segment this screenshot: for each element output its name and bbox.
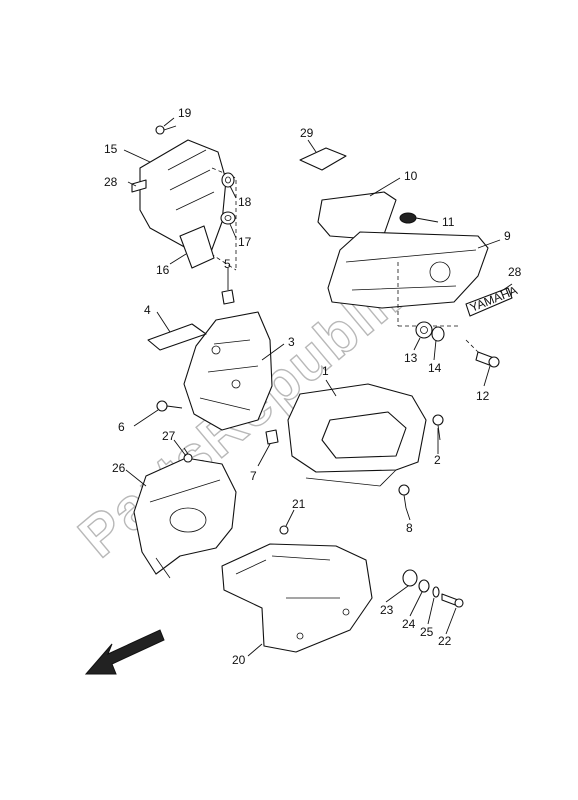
callout-20: 20 bbox=[232, 653, 246, 667]
part-2-bolt bbox=[432, 414, 444, 441]
part-8-bolt bbox=[398, 484, 410, 509]
part-6-bolt bbox=[156, 400, 183, 412]
part-29-label bbox=[299, 147, 347, 171]
callout-25: 25 bbox=[420, 625, 434, 639]
callout-13: 13 bbox=[404, 351, 418, 365]
callout-28-right: 28 bbox=[508, 265, 522, 279]
callout-11: 11 bbox=[442, 215, 455, 229]
callout-15: 15 bbox=[104, 142, 118, 156]
callout-18: 18 bbox=[238, 195, 252, 209]
callout-22: 22 bbox=[438, 634, 452, 648]
callout-29: 29 bbox=[300, 126, 314, 140]
part-5-clip bbox=[221, 289, 235, 305]
part-3-bracket bbox=[183, 311, 273, 431]
part-20-lower-cover bbox=[221, 543, 373, 653]
part-28-emblem: YAMAHA bbox=[465, 283, 519, 317]
callout-26: 26 bbox=[112, 461, 126, 475]
callout-4: 4 bbox=[144, 303, 151, 317]
part-16-rubber-pad bbox=[179, 225, 215, 269]
callout-28-left: 28 bbox=[104, 175, 118, 189]
part-1-cover bbox=[287, 383, 427, 487]
callout-14: 14 bbox=[428, 361, 442, 375]
callout-9: 9 bbox=[504, 229, 511, 243]
leader-lines bbox=[123, 117, 513, 657]
part-25-washer bbox=[432, 586, 440, 598]
callout-7: 7 bbox=[250, 469, 257, 483]
part-4-plate bbox=[147, 323, 207, 351]
callout-24: 24 bbox=[402, 617, 416, 631]
callout-5: 5 bbox=[224, 257, 231, 271]
callout-2: 2 bbox=[434, 453, 441, 467]
callout-3: 3 bbox=[288, 335, 295, 349]
part-18-grommet bbox=[221, 172, 235, 188]
part-26-crankcase-cover bbox=[133, 457, 237, 579]
callout-8: 8 bbox=[406, 521, 413, 535]
part-28-pin-left bbox=[131, 179, 147, 193]
callout-21: 21 bbox=[292, 497, 306, 511]
callout-6: 6 bbox=[118, 420, 125, 434]
callout-labels: 19 15 28 18 17 16 5 4 3 6 27 7 29 10 11 … bbox=[104, 106, 522, 667]
front-arrow-icon bbox=[84, 629, 165, 675]
callout-16: 16 bbox=[156, 263, 170, 277]
part-12-screw bbox=[465, 339, 500, 368]
part-23-damper bbox=[402, 569, 418, 587]
callout-27: 27 bbox=[162, 429, 176, 443]
part-24-collar bbox=[418, 579, 430, 593]
emblem-text: YAMAHA bbox=[468, 283, 519, 315]
part-13-grommet bbox=[415, 321, 433, 339]
callout-12: 12 bbox=[476, 389, 490, 403]
part-22-bolt bbox=[441, 593, 464, 608]
part-21-screw bbox=[279, 525, 289, 535]
callout-1: 1 bbox=[322, 364, 329, 378]
part-11-grommet bbox=[399, 212, 417, 224]
part-17-collar bbox=[220, 211, 236, 225]
callout-23: 23 bbox=[380, 603, 394, 617]
part-14-collar bbox=[431, 326, 445, 342]
part-9-side-cover-right bbox=[327, 231, 489, 327]
callout-10: 10 bbox=[404, 169, 418, 183]
part-7-nut bbox=[265, 429, 279, 445]
callout-19: 19 bbox=[178, 106, 192, 120]
callout-17: 17 bbox=[238, 235, 252, 249]
part-19-bolt bbox=[155, 125, 177, 135]
